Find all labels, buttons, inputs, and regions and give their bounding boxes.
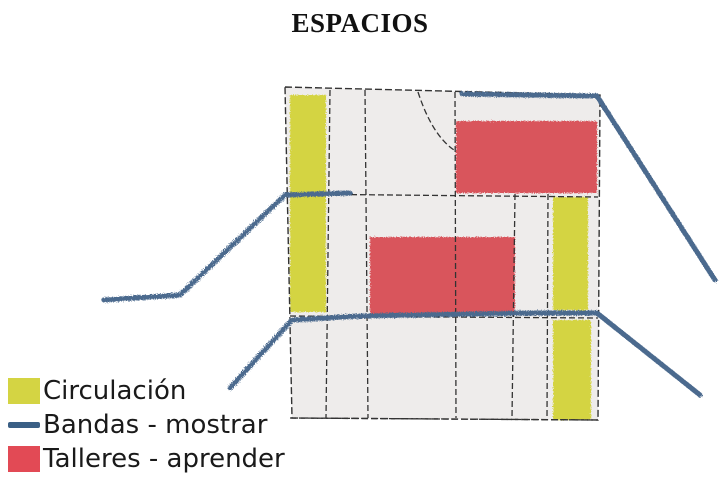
legend-swatch-workshops [8,446,40,472]
workshop-zone-upper [456,121,597,193]
legend-label: Talleres - aprender [43,444,285,474]
legend-item-circulacion: Circulación [8,374,285,408]
circulation-strip-right-lower [553,320,591,420]
legend-label: Circulación [43,376,187,406]
legend-item-bandas: Bandas - mostrar [8,408,285,442]
diagram-title: ESPACIOS [291,8,429,38]
legend-label: Bandas - mostrar [43,410,268,440]
band-upper [101,190,353,303]
legend: Circulación Bandas - mostrar Talleres - … [8,374,285,476]
legend-swatch-circulation [8,378,40,404]
circulation-strip-right-upper [553,197,588,310]
band-top-right [459,91,718,283]
display-bands [101,91,718,398]
circulation-strip-left [290,95,326,312]
legend-swatch-bands [8,422,40,428]
legend-item-talleres: Talleres - aprender [8,442,285,476]
workshop-zone-middle [370,237,515,315]
band-middle [227,310,703,398]
